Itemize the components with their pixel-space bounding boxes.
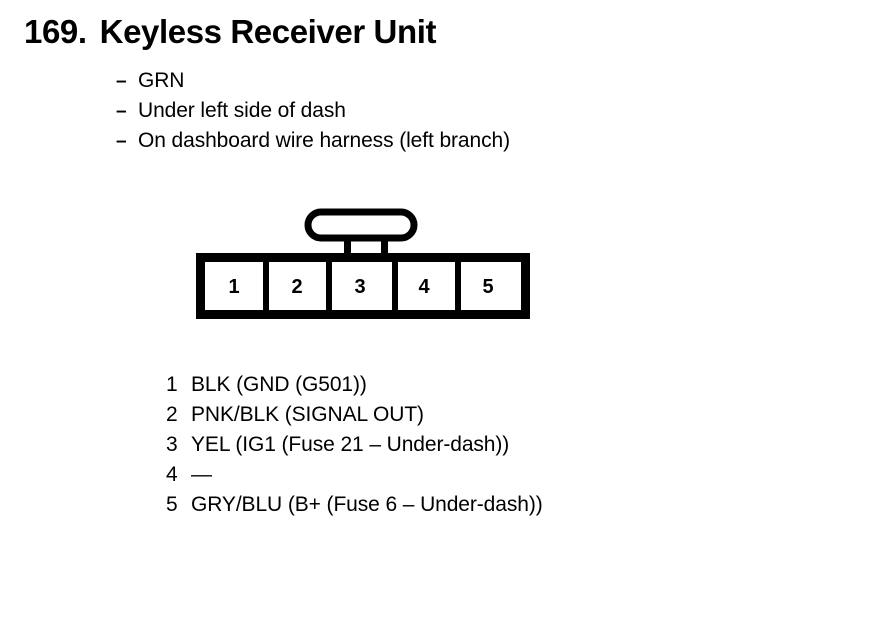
section-title: Keyless Receiver Unit (99, 13, 437, 50)
connector-body (196, 253, 530, 319)
pin-number: 5 (166, 493, 178, 516)
latch-neck-left-icon (344, 235, 351, 259)
dash-bullet-icon: – (116, 131, 127, 152)
note-text: GRN (138, 69, 185, 92)
cavity-label-3: 3 (354, 276, 365, 298)
note-list: – GRN – Under left side of dash – On das… (116, 66, 510, 156)
note-item: – Under left side of dash (116, 96, 510, 126)
cavity-divider (392, 257, 398, 315)
note-text: Under left side of dash (138, 99, 346, 122)
pin-label: — (191, 463, 212, 486)
cavity-label-1: 1 (228, 276, 239, 298)
pin-number: 2 (166, 403, 178, 426)
pin-label: YEL (IG1 (Fuse 21 – Under-dash)) (191, 433, 510, 456)
cavity-divider (326, 257, 332, 315)
pin-legend-row: 3 YEL (IG1 (Fuse 21 – Under-dash)) (166, 430, 543, 460)
cavity-label-5: 5 (482, 276, 493, 298)
dash-bullet-icon: – (116, 101, 127, 122)
pin-number: 4 (166, 463, 178, 486)
pin-legend-row: 4 — (166, 460, 543, 490)
latch-neck-right-icon (381, 235, 388, 259)
pin-legend-row: 5 GRY/BLU (B+ (Fuse 6 – Under-dash)) (166, 490, 543, 520)
pin-legend-row: 2 PNK/BLK (SIGNAL OUT) (166, 400, 543, 430)
connector-diagram: 1 2 3 4 5 (196, 205, 536, 320)
latch-tab-icon (304, 208, 418, 242)
cavity-label-4: 4 (418, 276, 430, 298)
pin-label: BLK (GND (G501)) (191, 373, 367, 396)
dash-bullet-icon: – (116, 71, 127, 92)
note-item: – GRN (116, 66, 510, 96)
pin-legend: 1 BLK (GND (G501)) 2 PNK/BLK (SIGNAL OUT… (166, 370, 543, 520)
pin-number: 1 (166, 373, 178, 396)
cavity-label-2: 2 (291, 276, 302, 298)
pin-label: GRY/BLU (B+ (Fuse 6 – Under-dash)) (191, 493, 543, 516)
cavity-divider (263, 257, 269, 315)
pin-label: PNK/BLK (SIGNAL OUT) (191, 403, 424, 426)
section-number: 169. (24, 13, 87, 50)
cavity-divider (455, 257, 461, 315)
pin-number: 3 (166, 433, 178, 456)
page-title: 169. Keyless Receiver Unit (24, 12, 437, 52)
note-text: On dashboard wire harness (left branch) (138, 129, 510, 152)
pin-legend-row: 1 BLK (GND (G501)) (166, 370, 543, 400)
note-item: – On dashboard wire harness (left branch… (116, 126, 510, 156)
